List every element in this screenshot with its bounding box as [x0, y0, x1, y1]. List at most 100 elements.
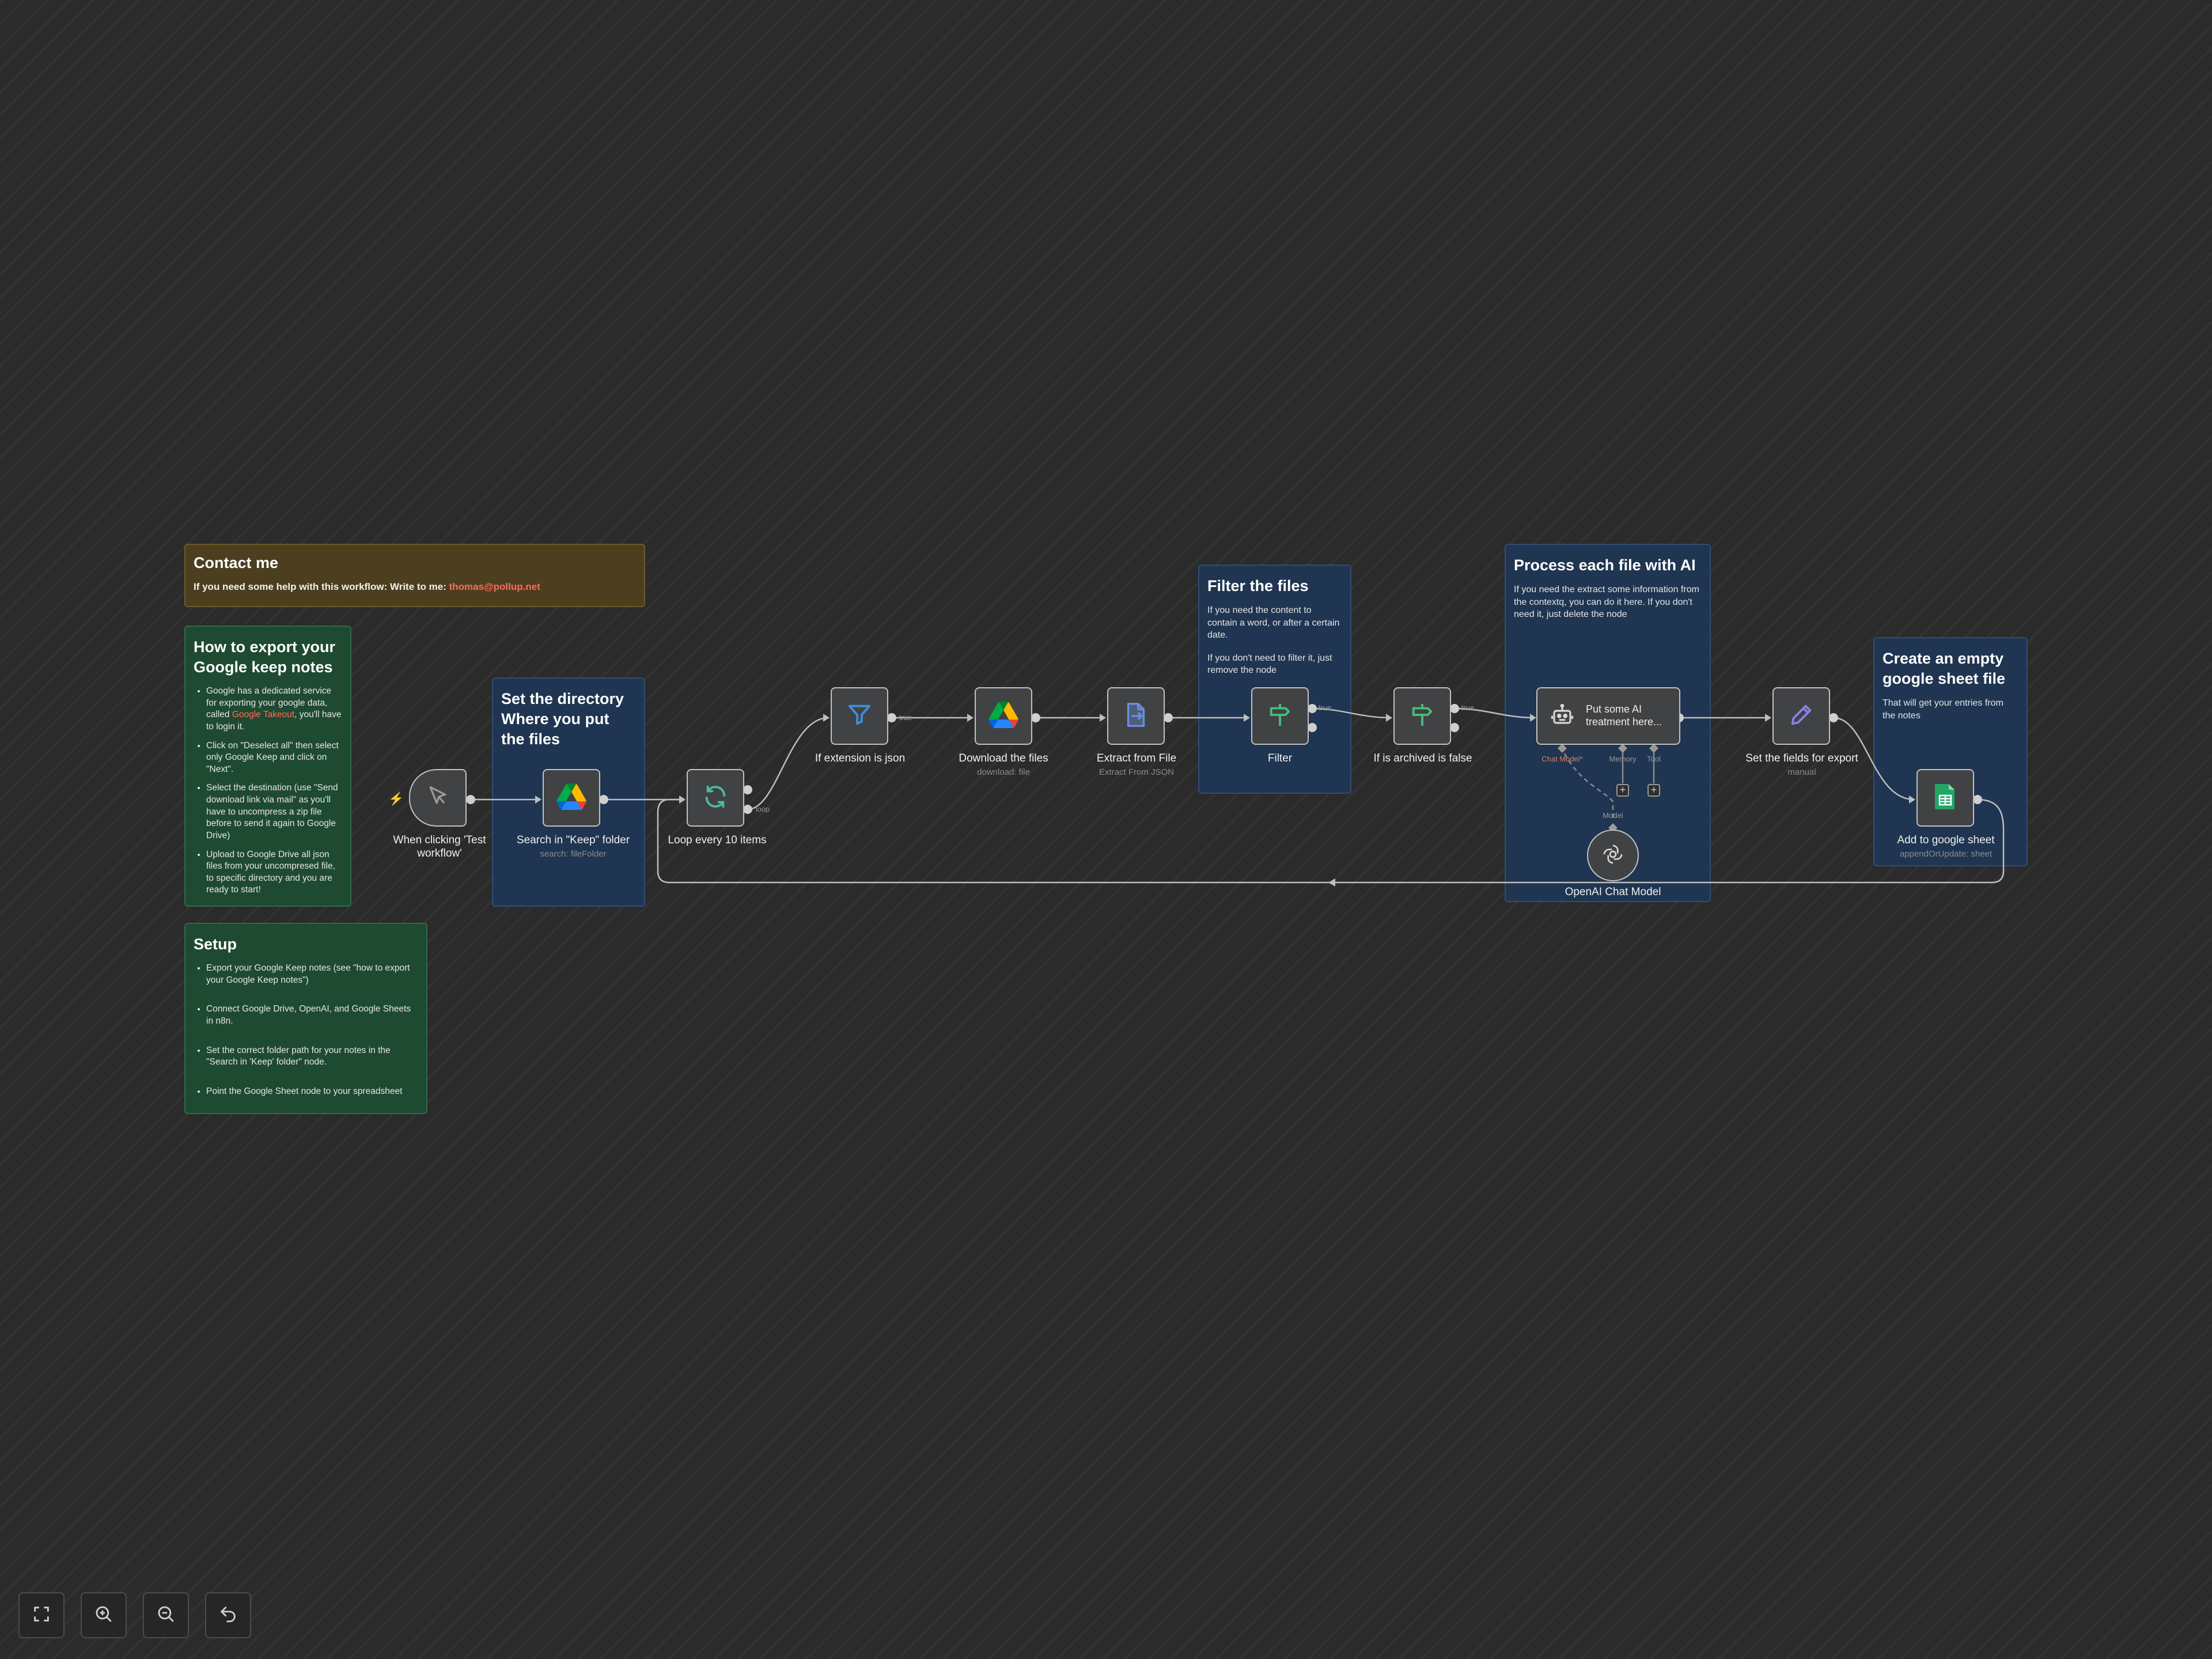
output-port[interactable] [1973, 795, 1982, 804]
sticky-setup-title: Setup [194, 935, 237, 953]
sticky-filter-title: Filter the files [1207, 577, 1309, 594]
connection-sheet-loop-back[interactable] [657, 798, 2005, 884]
node-manual-trigger[interactable] [409, 769, 467, 827]
sticky-filter-text: If you don't need to filter it, just rem… [1207, 653, 1332, 676]
output-port[interactable] [1450, 704, 1459, 713]
node-subtitle: download: file [977, 767, 1030, 777]
cursor-icon [425, 784, 450, 812]
openai-icon [1601, 843, 1624, 869]
connection-setfields-sheet[interactable] [1833, 717, 1915, 801]
node-set-fields[interactable] [1772, 687, 1830, 745]
arrow-head [1328, 878, 1335, 887]
add-memory-button[interactable]: + [1616, 784, 1629, 797]
sticky-sheet-title: Create an empty google sheet file [1883, 650, 2006, 688]
arrow-head [1909, 796, 1915, 804]
contact-email-link[interactable]: thomas@pollup.net [449, 581, 540, 593]
node-openai-chat-model[interactable] [1587, 830, 1639, 881]
node-loop-items[interactable] [687, 769, 744, 827]
arrow-head [1765, 714, 1771, 722]
node-label: If extension is json [815, 752, 906, 764]
output-port[interactable] [1308, 704, 1317, 713]
connection-archived-agent[interactable] [1454, 707, 1536, 719]
output-port[interactable] [1450, 723, 1459, 732]
output-port[interactable] [743, 805, 752, 814]
node-search-keep-folder[interactable] [543, 769, 600, 827]
pencil-icon [1788, 702, 1815, 731]
agent-port-label-tool: Tool [1647, 755, 1661, 763]
connection-openai-agent[interactable] [1561, 748, 1614, 818]
filter-icon [846, 702, 873, 731]
node-filter[interactable] [1251, 687, 1309, 745]
connection-filter-archived[interactable] [1312, 707, 1392, 719]
arrow-head [1100, 714, 1106, 722]
sticky-export-title: How to export your Google keep notes [194, 638, 336, 676]
fit-view-button[interactable] [18, 1592, 65, 1638]
archived-output-label: true [1461, 703, 1475, 712]
loop-output-label: loop [755, 805, 770, 813]
node-if-extension-json[interactable] [831, 687, 888, 745]
node-google-sheet[interactable] [1916, 769, 1974, 827]
node-if-archived[interactable] [1393, 687, 1451, 745]
arrow-head [1386, 714, 1392, 722]
node-label: Set the fields for export [1745, 752, 1858, 764]
output-port[interactable] [1031, 713, 1040, 722]
export-step: Google has a dedicated service for expor… [206, 685, 342, 733]
zoom-in-icon [94, 1604, 113, 1627]
sticky-ai-title: Process each file with AI [1514, 556, 1696, 574]
node-label: Filter [1267, 752, 1293, 764]
setup-item: Point the Google Sheet node to your spre… [206, 1086, 418, 1098]
sticky-export-guide[interactable]: How to export your Google keep notes Goo… [184, 626, 351, 907]
node-label: Search in "Keep" folder [516, 834, 630, 846]
export-steps-list: Google has a dedicated service for expor… [194, 685, 342, 896]
sticky-sheet-text: That will get your entries from the note… [1883, 698, 2003, 721]
sticky-create-sheet[interactable]: Create an empty google sheet file That w… [1873, 637, 2028, 866]
node-label: Add to google sheet [1897, 834, 1995, 846]
node-subtitle: search: fileFolder [540, 849, 607, 859]
connection-loop-ifjson[interactable] [747, 717, 829, 810]
trigger-bolt-icon: ⚡ [388, 791, 404, 806]
agent-port-chat-model[interactable] [1558, 744, 1567, 753]
output-port[interactable] [1308, 723, 1317, 732]
arrow-head [1244, 714, 1250, 722]
zoom-in-button[interactable] [81, 1592, 127, 1638]
signpost-icon [1267, 702, 1293, 731]
sticky-filter-files[interactable]: Filter the files If you need the content… [1198, 565, 1351, 794]
google-takeout-link[interactable]: Google Takeout [232, 710, 295, 720]
export-step: Select the destination (use "Send downlo… [206, 782, 342, 842]
output-port[interactable] [599, 795, 608, 804]
reset-zoom-button[interactable] [205, 1592, 251, 1638]
sticky-contact[interactable]: Contact me If you need some help with th… [184, 544, 645, 607]
output-port[interactable] [1829, 713, 1838, 722]
node-subtitle: appendOrUpdate: sheet [1899, 849, 1993, 859]
setup-item: Connect Google Drive, OpenAI, and Google… [206, 1003, 418, 1027]
extract-file-icon [1123, 702, 1149, 731]
zoom-out-button[interactable] [143, 1592, 189, 1638]
node-label: Download the files [959, 752, 1048, 764]
node-extract-from-file[interactable] [1107, 687, 1165, 745]
node-download-files[interactable] [975, 687, 1032, 745]
add-tool-button[interactable]: + [1647, 784, 1660, 797]
output-port[interactable] [743, 785, 752, 794]
output-port[interactable] [887, 713, 896, 722]
arrow-head [679, 796, 685, 804]
sticky-contact-text: If you need some help with this workflow… [194, 581, 636, 593]
filter-output-label: true [1318, 703, 1332, 712]
zoom-out-icon [156, 1604, 176, 1627]
agent-port-tool[interactable] [1649, 744, 1658, 753]
node-ai-agent[interactable]: Put some AI treatment here... [1536, 687, 1680, 745]
sticky-ai-text: If you need the extract some information… [1514, 585, 1699, 620]
node-subtitle: Extract From JSON [1099, 767, 1175, 777]
google-sheets-icon [1934, 783, 1957, 813]
sticky-setup[interactable]: Setup Export your Google Keep notes (see… [184, 923, 427, 1114]
output-port[interactable] [466, 795, 475, 804]
node-label: When clicking 'Test workflow' [393, 834, 486, 859]
node-label: Put some AI treatment here... [1586, 703, 1662, 728]
agent-port-memory[interactable] [1618, 744, 1627, 753]
output-port[interactable] [1164, 713, 1173, 722]
node-label: Loop every 10 items [668, 834, 767, 846]
undo-icon [218, 1604, 238, 1627]
ifjson-output-label: true [899, 713, 912, 722]
export-step-text: Google has a dedicated service for expor… [206, 686, 332, 720]
node-label: OpenAI Chat Model [1565, 886, 1661, 898]
